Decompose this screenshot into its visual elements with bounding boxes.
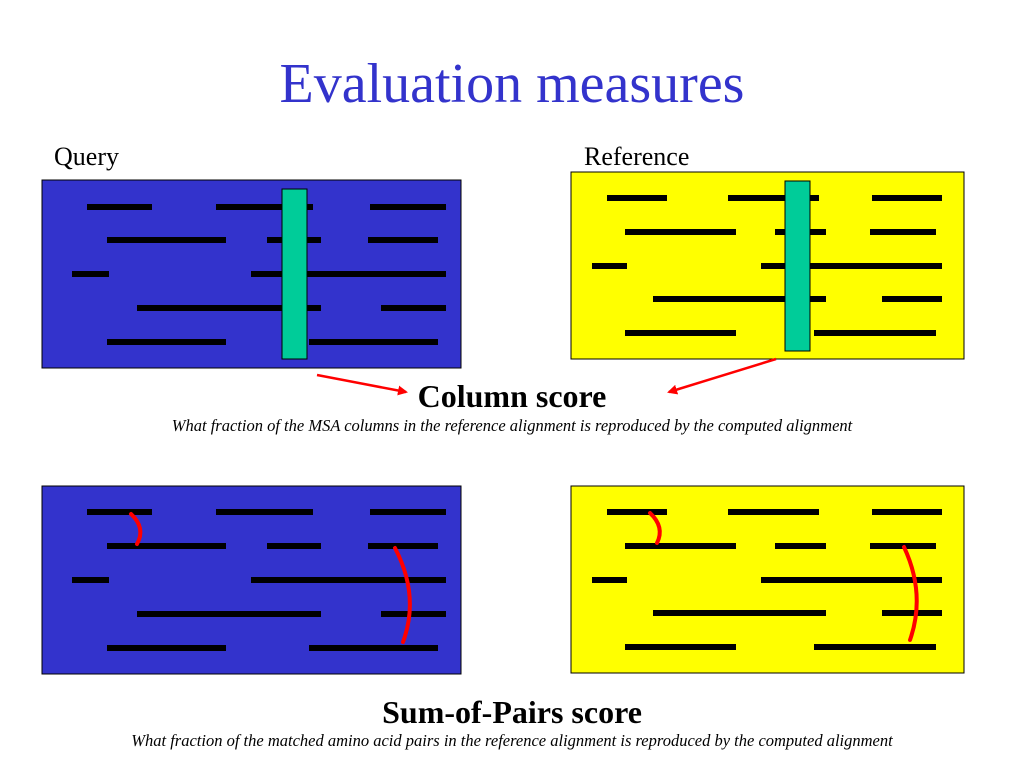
pair-link [902,545,919,642]
arrow-from-query [316,373,408,396]
column-score-caption: What fraction of the MSA columns in the … [171,416,853,435]
pair-link [393,546,412,644]
arrow-from-reference [667,357,777,395]
pair-link [129,512,143,546]
query-label: Query [54,142,119,171]
column-score-arrows [316,357,777,396]
reference-label: Reference [584,142,690,171]
column-marker [784,180,811,352]
sum-of-pairs-heading: Sum-of-Pairs score [382,694,642,730]
reference-alignment-bottom [570,485,965,674]
query-alignment-top [41,179,462,369]
query-alignment-bottom [41,485,462,675]
column-score-heading: Column score [417,378,607,414]
pair-link [648,511,662,545]
reference-alignment-top [570,171,965,360]
sum-of-pairs-caption: What fraction of the matched amino acid … [131,731,893,750]
column-marker [281,188,308,360]
slide-title: Evaluation measures [279,53,745,115]
